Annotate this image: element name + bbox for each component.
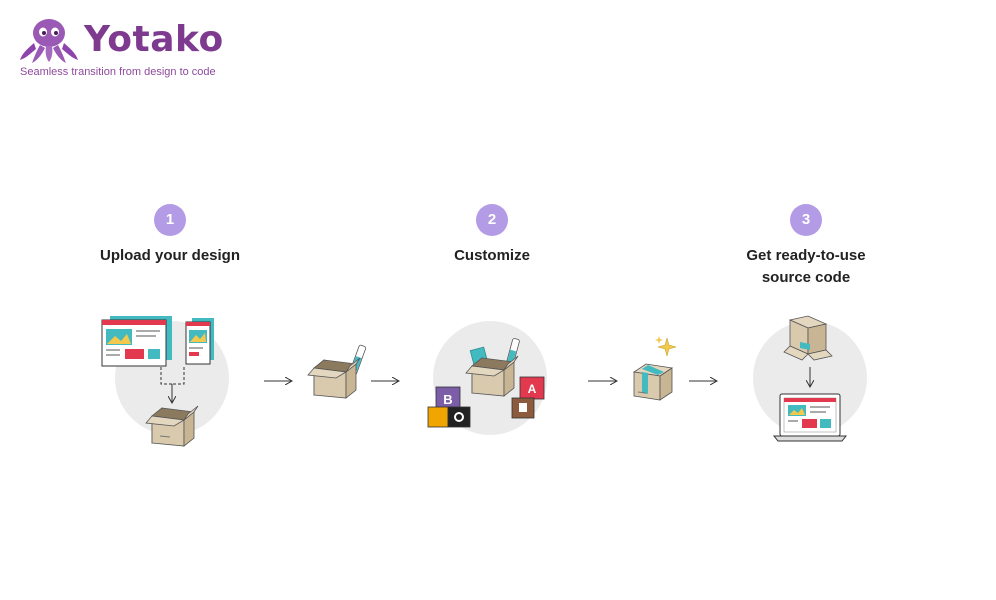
step-3-illustration xyxy=(753,315,867,442)
framework-blocks-icon: B A xyxy=(427,376,545,428)
open-box-icon xyxy=(465,355,519,397)
brand-header: Yotako Seamless transition from design t… xyxy=(18,16,278,80)
step-3-badge: 3 xyxy=(790,204,822,236)
sealed-package-icon xyxy=(632,363,674,401)
step-2-badge: 2 xyxy=(476,204,508,236)
laptop-icon xyxy=(772,393,848,442)
step-2-illustration: B A xyxy=(427,321,547,435)
step-1-badge: 1 xyxy=(154,204,186,236)
step-1-title-line: Upload your design xyxy=(99,247,240,264)
open-box-with-brush xyxy=(307,344,367,399)
bootstrap-block-label: B xyxy=(443,392,452,407)
step-1-title: Upload your design xyxy=(50,245,290,267)
step-1-illustration xyxy=(101,316,229,447)
angular-block-label: A xyxy=(528,382,537,396)
open-box-icon xyxy=(783,315,833,361)
step-3-title-line-2: source code xyxy=(761,269,851,286)
open-box-icon xyxy=(307,357,361,399)
step-2-title: Customize xyxy=(372,245,612,267)
brand-name: Yotako xyxy=(84,19,224,60)
brand-tagline: Seamless transition from design to code xyxy=(20,66,216,78)
step-2-title-line: Customize xyxy=(454,247,530,264)
step-3-title-line-1: Get ready-to-use xyxy=(746,247,866,264)
design-screens-icon xyxy=(101,316,214,367)
step-3-title: Get ready-to-use source code xyxy=(686,245,926,289)
octopus-mascot-icon xyxy=(20,19,78,63)
open-box-icon xyxy=(145,405,199,447)
sparkle-icon xyxy=(655,336,677,357)
